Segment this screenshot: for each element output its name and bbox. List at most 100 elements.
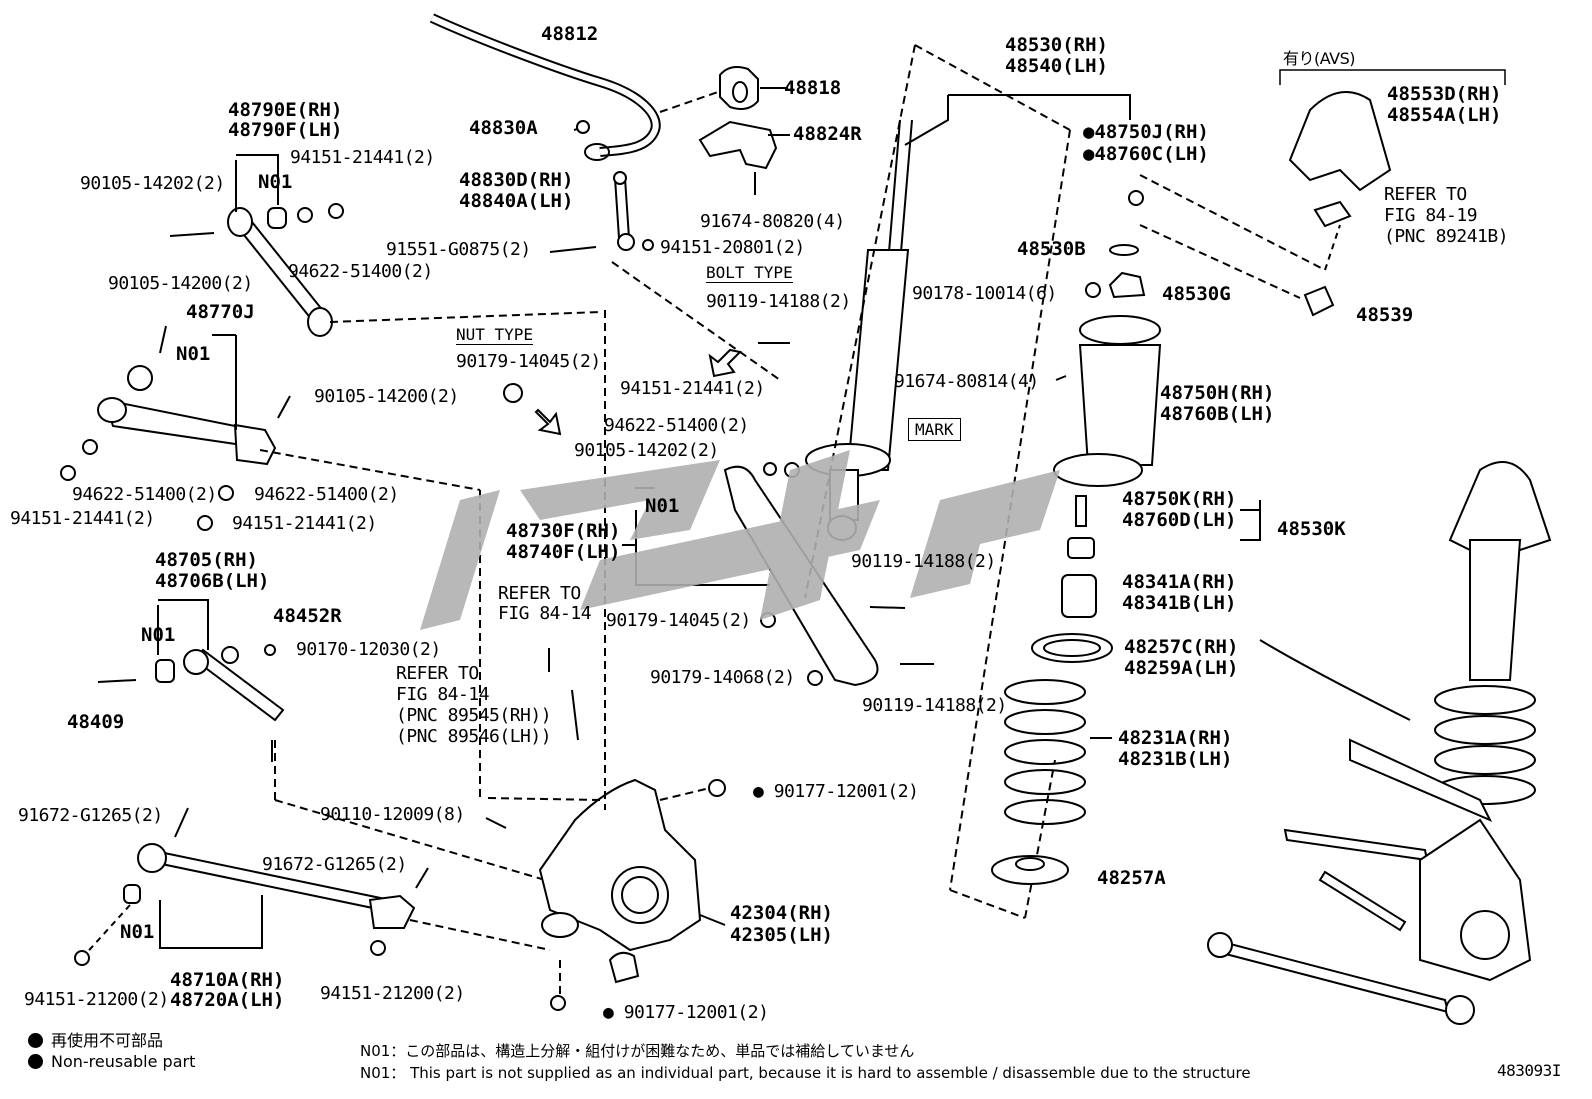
label-nut-94151-21441-d: 94151-21441(2) <box>620 378 765 399</box>
label-cushion-48530g: 48530G <box>1162 283 1231 305</box>
label-insulator-rh: 48257C(RH) <box>1124 636 1239 658</box>
label-bolt-90105-14200-b: 90105-14200(2) <box>314 386 459 407</box>
avs-connector-shape <box>1313 200 1352 228</box>
label-support-rh: 48750H(RH) <box>1160 382 1275 404</box>
label-nut-90179-14045-b: 90179-14045(2) <box>606 610 751 631</box>
label-stab-bracket: 48824R <box>793 123 862 145</box>
label-seat-rh: 48750K(RH) <box>1122 488 1237 510</box>
label-link-rh: 48830D(RH) <box>459 169 574 191</box>
label-nut-94151-21441-b: 94151-21441(2) <box>10 508 155 529</box>
label-bolt-type: BOLT TYPE <box>706 263 793 283</box>
legend-en: Non-reusable part <box>28 1052 195 1071</box>
label-bolt-91674-80814: 91674-80814(4) <box>894 371 1039 392</box>
label-mount-rh: ●48750J(RH) <box>1083 121 1209 143</box>
label-n01-a: N01 <box>258 171 293 193</box>
label-bumper-rh: 48341A(RH) <box>1122 571 1237 593</box>
stab-bushing-shape <box>719 66 759 110</box>
note-n01-en: N01： This part is not supplied as an ind… <box>360 1064 1251 1082</box>
label-avs: 有り(AVS) <box>1283 49 1356 68</box>
label-arm-48710-rh: 48710A(RH) <box>170 969 285 991</box>
label-washer-94622-b: 94622-51400(2) <box>72 484 217 505</box>
label-refer-84-14-b-4: (PNC 89546(LH)) <box>396 726 552 747</box>
watermark-logo <box>420 450 1060 630</box>
label-arm-48705-rh: 48705(RH) <box>155 549 258 571</box>
label-refer-84-14-a-2: FIG 84-14 <box>498 603 592 624</box>
legend-jp: 再使用不可部品 <box>28 1027 163 1051</box>
label-arm-48706-lh: 48706B(LH) <box>155 570 270 592</box>
label-shock-lh: 48540(LH) <box>1005 55 1108 77</box>
stab-bracket-shape <box>698 120 778 170</box>
label-bolt-90119-14188-a: 90119-14188(2) <box>706 291 851 312</box>
label-washer-48530b: 48530B <box>1017 238 1086 260</box>
label-bolt-90105-14200-a: 90105-14200(2) <box>108 273 253 294</box>
label-n01-d: N01 <box>120 921 155 943</box>
label-bolt-91672-b: 91672-G1265(2) <box>262 854 407 875</box>
label-mount-lh: ●48760C(LH) <box>1083 143 1209 165</box>
label-stab-bushing: 48818 <box>784 77 842 99</box>
label-bolt-90105-14202-a: 90105-14202(2) <box>80 173 225 194</box>
label-knuckle-rh: 42304(RH) <box>730 902 833 924</box>
label-spring-lh: 48231B(LH) <box>1118 748 1233 770</box>
label-nut-type: NUT TYPE <box>456 325 534 345</box>
label-nut-94151-20801: 94151-20801(2) <box>660 237 805 258</box>
stab-bar-end-eye <box>584 143 610 161</box>
label-arm-48790-lh: 48790F(LH) <box>228 119 343 141</box>
label-bolt-48409: 48409 <box>67 711 125 733</box>
coil-spring-shape <box>1004 679 1086 825</box>
label-nut-94151-21200-b: 94151-21200(2) <box>320 983 465 1004</box>
label-refer-84-14-a-1: REFER TO <box>498 583 581 604</box>
label-seat-lh: 48760D(LH) <box>1122 509 1237 531</box>
label-bolt-90110: 90110-12009(8) <box>320 804 465 825</box>
label-washer-94622-a: 94622-51400(2) <box>288 261 433 282</box>
legend-jp-text: 再使用不可部品 <box>51 1031 164 1050</box>
non-reusable-dot-icon <box>28 1054 43 1069</box>
label-support-lh: 48760B(LH) <box>1160 403 1275 425</box>
label-bumper-lh: 48341B(LH) <box>1122 592 1237 614</box>
label-bolt-91551: 91551-G0875(2) <box>386 239 531 260</box>
label-refer-84-19-3: (PNC 89241B) <box>1384 226 1509 247</box>
label-link-lh: 48840A(LH) <box>459 190 574 212</box>
label-refer-84-19-2: FIG 84-19 <box>1384 205 1478 226</box>
stab-link-shape <box>614 177 630 239</box>
label-mark: MARK <box>908 418 961 441</box>
label-cover-48452r: 48452R <box>273 605 342 627</box>
label-spring-rh: 48231A(RH) <box>1118 727 1233 749</box>
label-arm-48770j: 48770J <box>186 301 255 323</box>
label-nut-94151-21200-a: 94151-21200(2) <box>24 989 169 1010</box>
label-refer-84-14-b-2: FIG 84-14 <box>396 684 490 705</box>
label-bolt-90119-14188-c: 90119-14188(2) <box>862 695 1007 716</box>
label-clip-48539: 48539 <box>1356 304 1414 326</box>
label-nut-90170: 90170-12030(2) <box>296 639 441 660</box>
label-washer-94622-c: 94622-51400(2) <box>254 484 399 505</box>
label-washer-94622-d: 94622-51400(2) <box>604 415 749 436</box>
avs-cap-shape <box>1288 91 1392 192</box>
label-nut-90177-b: ● 90177-12001(2) <box>603 1002 769 1023</box>
label-bolt-91672-a: 91672-G1265(2) <box>18 805 163 826</box>
label-refer-84-14-b-3: (PNC 89545(RH)) <box>396 705 552 726</box>
label-arm-48720-lh: 48720A(LH) <box>170 989 285 1011</box>
label-bolt-91674-80820: 91674-80820(4) <box>700 211 845 232</box>
label-lower-insulator: 48257A <box>1097 867 1166 889</box>
label-kit-48530k: 48530K <box>1277 518 1346 540</box>
legend-en-text: Non-reusable part <box>51 1052 196 1071</box>
label-insulator-lh: 48259A(LH) <box>1124 657 1239 679</box>
non-reusable-dot-icon <box>28 1033 43 1048</box>
label-cap-lh: 48554A(LH) <box>1387 104 1502 126</box>
diagram-id: 483093I <box>1497 1061 1561 1080</box>
label-arm-48730-rh: 48730F(RH) <box>506 520 621 542</box>
label-nut-94151-21441-c: 94151-21441(2) <box>232 513 377 534</box>
label-nut-94151-21441-a: 94151-21441(2) <box>290 147 435 168</box>
label-n01-e: N01 <box>645 495 680 517</box>
label-nut-90179-14068: 90179-14068(2) <box>650 667 795 688</box>
label-nut-90178: 90178-10014(6) <box>912 283 1057 304</box>
label-bolt-90119-14188-b: 90119-14188(2) <box>851 551 996 572</box>
label-n01-c: N01 <box>141 624 176 646</box>
label-bushing-nut: 48830A <box>469 117 538 139</box>
label-arm-48740-lh: 48740F(LH) <box>506 541 621 563</box>
label-knuckle-lh: 42305(LH) <box>730 924 833 946</box>
label-stabilizer-bar: 48812 <box>541 23 599 45</box>
note-n01-jp: N01：この部品は、構造上分解・組付けが困難なため、単品では補給していません <box>360 1042 915 1060</box>
label-bolt-90105-14202-b: 90105-14202(2) <box>574 440 719 461</box>
label-nut-90177-a: ● 90177-12001(2) <box>753 781 919 802</box>
